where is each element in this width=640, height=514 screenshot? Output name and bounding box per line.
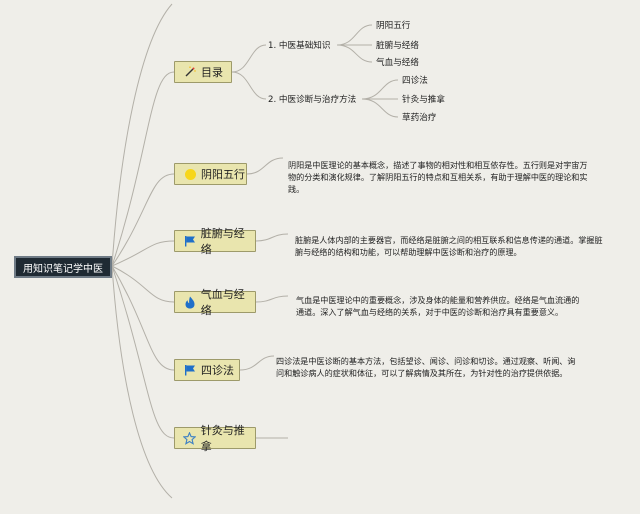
branch-label: 气血与经络 [200, 288, 245, 317]
branch-label: 目录 [201, 66, 223, 79]
flag-icon [183, 234, 197, 248]
root-label: 用知识笔记学中医 [23, 263, 103, 275]
magic-wand-icon [183, 65, 197, 79]
description-qiblood: 气血是中医理论中的重要概念，涉及身体的能量和营养供应。经络是气血流通的通道。深入… [296, 295, 580, 318]
branch-label: 阴阳五行 [201, 168, 245, 181]
toc-leaf[interactable]: 气血与经络 [376, 58, 419, 68]
toc-leaf[interactable]: 草药治疗 [402, 113, 437, 123]
branch-qiblood[interactable]: 气血与经络 [174, 288, 256, 317]
toc-subtopic-1[interactable]: 1. 中医基础知识 [268, 41, 331, 51]
description-four-diagnostics: 四诊法是中医诊断的基本方法，包括望诊、闻诊、问诊和切诊。通过观察、听闻、询问和触… [276, 356, 576, 379]
toc-leaf[interactable]: 四诊法 [402, 76, 428, 86]
toc-leaf[interactable]: 阴阳五行 [376, 21, 411, 31]
toc-leaf[interactable]: 针灸与推拿 [402, 95, 445, 105]
toc-subtopic-2[interactable]: 2. 中医诊断与治疗方法 [268, 95, 357, 105]
branch-four-diagnostics[interactable]: 四诊法 [174, 359, 240, 381]
description-organs: 脏腑是人体内部的主要器官，而经络是脏腑之间的相互联系和信息传递的通道。掌握脏腑与… [295, 235, 603, 258]
description-yinyang: 阴阳是中医理论的基本概念，描述了事物的相对性和相互依存性。五行则是对宇宙万物的分… [288, 160, 588, 195]
flame-icon [183, 295, 197, 309]
branch-acupuncture[interactable]: 针灸与推拿 [174, 424, 256, 453]
branch-label: 四诊法 [201, 364, 234, 377]
sun-icon [183, 167, 197, 181]
branch-yinyang[interactable]: 阴阳五行 [174, 163, 247, 185]
branch-toc[interactable]: 目录 [174, 61, 232, 83]
flag-icon [183, 363, 197, 377]
branch-organs[interactable]: 脏腑与经络 [174, 227, 256, 256]
toc-leaf[interactable]: 脏腑与经络 [376, 41, 419, 51]
branch-label: 针灸与推拿 [200, 424, 245, 453]
branch-label: 脏腑与经络 [200, 227, 245, 256]
star-icon [183, 431, 197, 445]
root-node[interactable]: 用知识笔记学中医 [14, 256, 112, 278]
